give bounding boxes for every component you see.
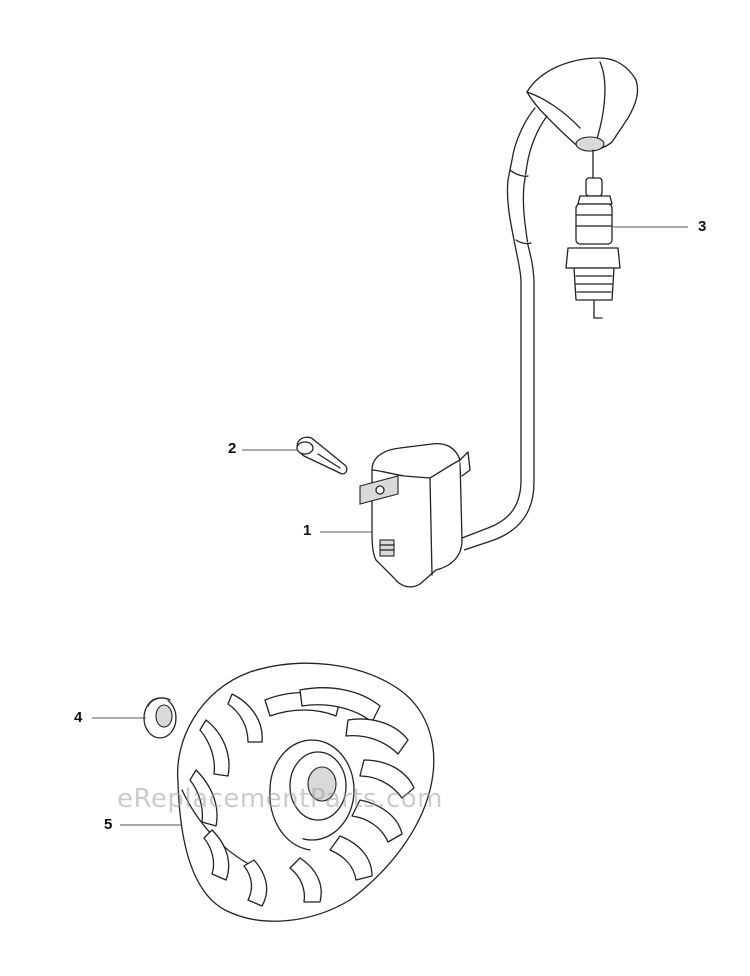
- callout-2[interactable]: 2: [228, 440, 237, 457]
- callout-1[interactable]: 1: [303, 522, 312, 539]
- spark-plug[interactable]: [565, 149, 621, 319]
- ignition-wire: [461, 107, 548, 551]
- callout-3[interactable]: 3: [698, 218, 707, 235]
- washer[interactable]: [143, 697, 177, 739]
- spark-plug-boot[interactable]: [526, 57, 639, 152]
- callout-4[interactable]: 4: [74, 709, 83, 726]
- flywheel[interactable]: [176, 662, 435, 922]
- watermark-text: eReplacementParts.com: [117, 784, 444, 814]
- screw[interactable]: [296, 436, 348, 475]
- ignition-module[interactable]: [359, 442, 471, 588]
- callout-5[interactable]: 5: [104, 816, 113, 833]
